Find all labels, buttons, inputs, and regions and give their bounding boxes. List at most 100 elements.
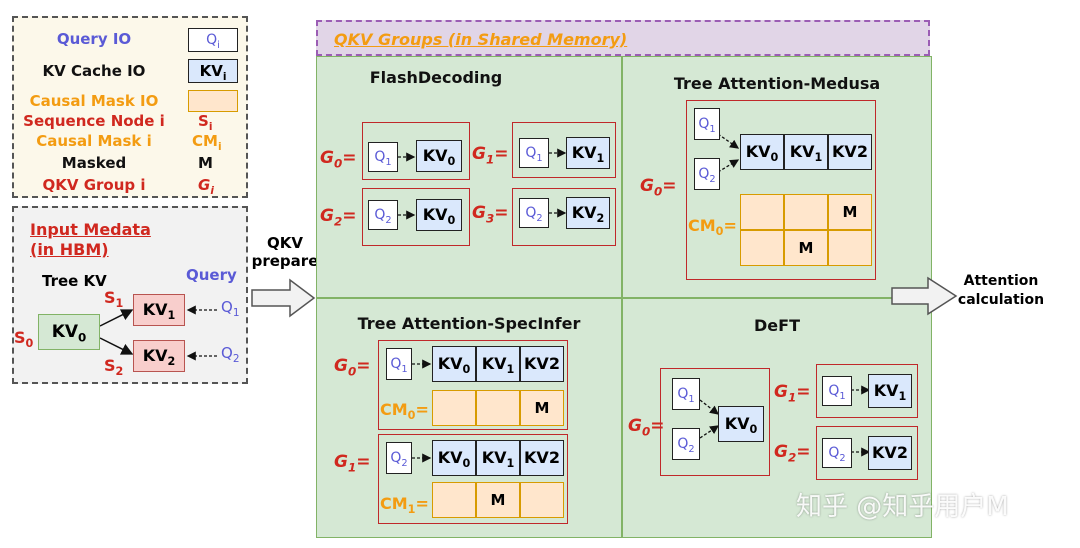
si-g0-group bbox=[378, 340, 568, 430]
deft-q1-text: Q bbox=[677, 386, 689, 402]
si-cm1-sub: 1 bbox=[407, 503, 416, 517]
deft-q2-text: Q bbox=[677, 436, 689, 452]
qkv-prepare-label: QKV prepare bbox=[251, 234, 319, 270]
kv1-text: KV bbox=[142, 300, 168, 319]
deft-g2-sub: 2 bbox=[787, 450, 797, 465]
tree-q1-sub: 1 bbox=[232, 307, 240, 319]
fd-g0-sub: 0 bbox=[333, 156, 343, 171]
query-label: Query bbox=[186, 266, 237, 284]
fd-g3-kv: KV2 bbox=[566, 197, 610, 229]
legend-q-sub: i bbox=[217, 39, 220, 51]
medusa-cm0-label: CM0= bbox=[688, 216, 737, 238]
deft-g1-label: G1= bbox=[774, 382, 811, 404]
legend-sequence-node-label: Sequence Node i bbox=[23, 112, 165, 130]
medusa-q1-sub: 1 bbox=[709, 123, 716, 135]
medusa-mask-cell bbox=[740, 230, 784, 266]
deft-g2-eq: = bbox=[796, 442, 811, 462]
si-g1-kv2-text: KV bbox=[524, 448, 549, 467]
tree-q1-text: Q bbox=[221, 298, 233, 316]
si-g1-g: G bbox=[334, 452, 348, 472]
attention-calc-arrow bbox=[891, 276, 958, 316]
si-cm0-text: CM bbox=[380, 400, 408, 419]
medusa-q1-text: Q bbox=[698, 116, 710, 132]
tree-node-kv2: KV2 bbox=[133, 340, 185, 372]
legend-kv-sub: i bbox=[222, 71, 227, 83]
si-g0-kv2: KV2 bbox=[520, 346, 564, 382]
medusa-g0-label: G0= bbox=[640, 176, 677, 198]
si-g0-kv1: KV1 bbox=[476, 346, 520, 382]
s1-sub: 1 bbox=[115, 297, 124, 311]
si-cm0-cell-masked: M bbox=[520, 390, 564, 426]
deft-g1-group bbox=[816, 364, 918, 418]
deft-g2-kv-sub: 2 bbox=[896, 443, 908, 462]
si-g1-label: G1= bbox=[334, 452, 371, 474]
tree-node-kv0: KV0 bbox=[38, 314, 100, 350]
fd-g0-kv: KV0 bbox=[416, 140, 462, 172]
deft-q2: Q2 bbox=[672, 428, 700, 460]
fd-g3-kv-text: KV bbox=[571, 203, 597, 222]
fd-g2-sub: 2 bbox=[333, 214, 343, 229]
legend-causal-mask-io-label: Causal Mask IO bbox=[29, 92, 159, 110]
deft-g2-q-sub: 2 bbox=[839, 452, 846, 464]
kv2-text: KV bbox=[142, 346, 168, 365]
si-g1-kv1-text: KV bbox=[481, 448, 507, 467]
si-cm0-sub: 0 bbox=[407, 409, 416, 423]
medusa-kv1-text: KV bbox=[789, 142, 815, 161]
flashdecoding-title: FlashDecoding bbox=[369, 68, 503, 87]
legend-panel: Query IO Qi KV Cache IO KVi Causal Mask … bbox=[12, 16, 248, 198]
fd-g3-q-text: Q bbox=[525, 205, 537, 221]
medusa-title: Tree Attention-Medusa bbox=[673, 74, 881, 93]
medusa-g0-eq: = bbox=[662, 176, 677, 196]
legend-masked-label: Masked bbox=[61, 154, 127, 172]
si-cm1-text: CM bbox=[380, 494, 408, 513]
legend-qkv-group-label: QKV Group i bbox=[42, 176, 146, 194]
si-g0-q1: Q1 bbox=[386, 348, 412, 380]
deft-arrows bbox=[699, 385, 871, 457]
s2-label: S2 bbox=[104, 356, 123, 378]
fd-g2-eq: = bbox=[342, 206, 357, 226]
fd-g1-kv-text: KV bbox=[571, 143, 597, 162]
legend-causal-mask-i-label: Causal Mask i bbox=[36, 132, 152, 150]
kv0-text: KV bbox=[51, 322, 79, 342]
fd-g0-eq: = bbox=[342, 148, 357, 168]
si-g0-eq: = bbox=[356, 356, 371, 376]
fd-g3-label: G3= bbox=[472, 203, 509, 225]
tree-q2-text: Q bbox=[221, 344, 233, 362]
s0-sub: 0 bbox=[25, 337, 34, 351]
fd-g2-q-sub: 2 bbox=[385, 214, 392, 226]
legend-g-sub: i bbox=[210, 185, 214, 197]
s0-label: S0 bbox=[14, 328, 33, 350]
deft-g2-q: Q2 bbox=[822, 438, 852, 468]
si-g0-q1-text: Q bbox=[390, 356, 402, 372]
legend-s-sym: S bbox=[198, 112, 209, 130]
medusa-cm0-sub: 0 bbox=[715, 225, 724, 239]
legend-g-sym: G bbox=[198, 176, 211, 194]
si-g0-kv0-text: KV bbox=[437, 354, 463, 373]
fd-g2-kv: KV0 bbox=[416, 199, 462, 231]
fd-g3-group bbox=[512, 188, 616, 246]
fd-g1-q: Q1 bbox=[519, 138, 549, 168]
tree-kv-label: Tree KV bbox=[42, 272, 107, 290]
deft-g0-g: G bbox=[628, 416, 642, 436]
si-g0-kv0-sub: 0 bbox=[462, 363, 471, 377]
fd-g2-q: Q2 bbox=[368, 200, 398, 230]
legend-causal-mask-i-sym: CMi bbox=[192, 130, 222, 153]
si-g0-label: G0= bbox=[334, 356, 371, 378]
s2-text: S bbox=[104, 356, 116, 375]
deft-g1-g: G bbox=[774, 382, 788, 402]
deft-g2-kv: KV2 bbox=[868, 436, 912, 470]
tree-q2-sub: 2 bbox=[232, 353, 240, 365]
s2-sub: 2 bbox=[115, 365, 124, 379]
fd-g2-kv-text: KV bbox=[422, 205, 448, 224]
input-metadata-title: Input Medata (in HBM) bbox=[30, 220, 151, 260]
deft-g1-kv-sub: 1 bbox=[898, 390, 907, 404]
si-g0-kv0: KV0 bbox=[432, 346, 476, 382]
si-g0-kv1-text: KV bbox=[481, 354, 507, 373]
medusa-kv2: KV2 bbox=[828, 134, 872, 170]
si-g1-q2: Q2 bbox=[386, 442, 412, 474]
si-cm0-cell bbox=[432, 390, 476, 426]
fd-g1-kv-sub: 1 bbox=[596, 152, 605, 166]
medusa-kv0: KV0 bbox=[740, 134, 784, 170]
fd-g2-group bbox=[362, 188, 470, 246]
deft-g2-g: G bbox=[774, 442, 788, 462]
